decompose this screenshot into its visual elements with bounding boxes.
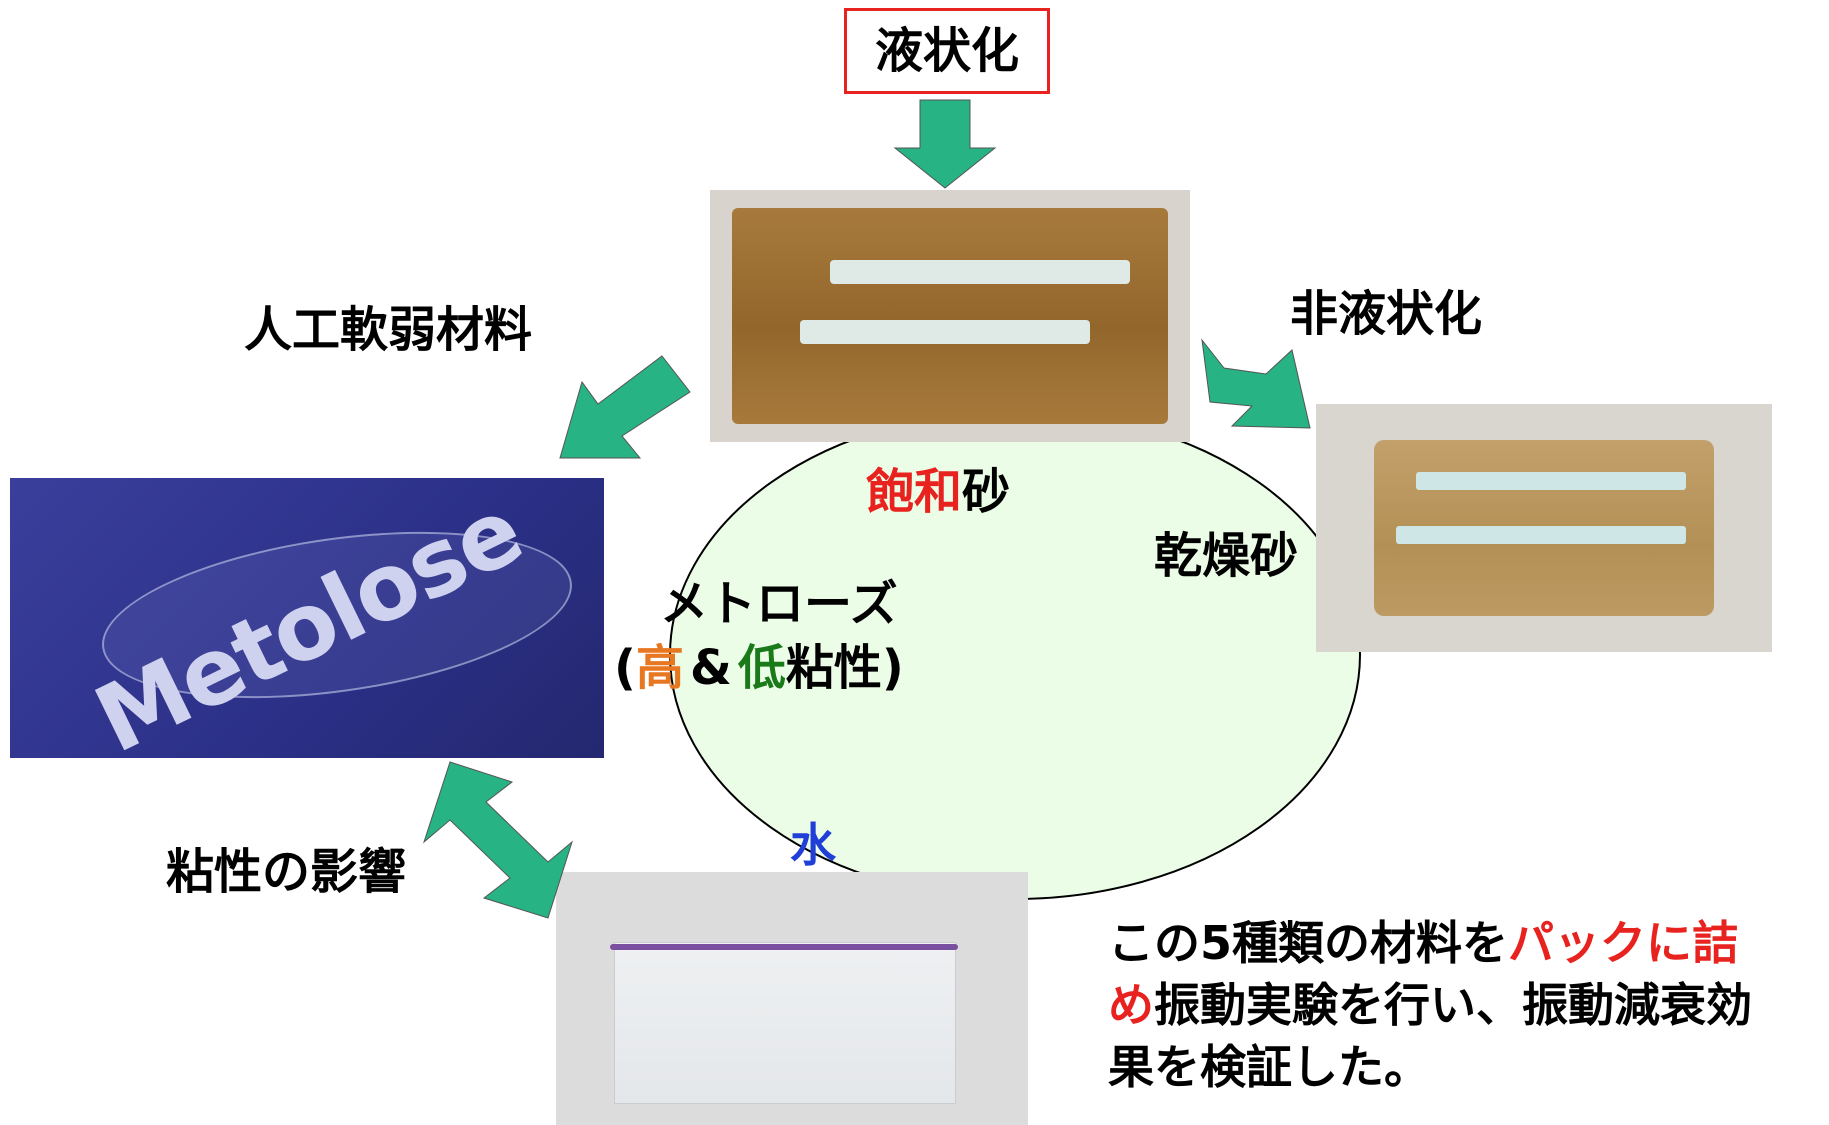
saturated-sand-label: 飽和砂 [866, 468, 1010, 516]
non-liquefaction-label: 非液状化 [1290, 286, 1483, 342]
viscosity-influence-label: 粘性の影響 [166, 844, 407, 900]
water-label: 水 [790, 818, 836, 872]
water-bag-photo [556, 872, 1028, 1125]
dry-sand-label: 乾燥砂 [1154, 528, 1299, 584]
viscosity-text: 粘性 [785, 640, 882, 696]
ampersand: & [689, 640, 732, 696]
arrow-bidirectional-icon [422, 761, 573, 919]
metolose-photo: Metolose [10, 478, 604, 758]
description-line-2: め振動実験を行い、振動減衰効 [1108, 978, 1752, 1032]
liquefaction-text: 液状化 [874, 23, 1019, 79]
metolose-viscosity-label: (高&低粘性) [614, 644, 904, 692]
description-line-3: 果を検証した。 [1108, 1040, 1430, 1094]
description-line-1: この5種類の材料をパックに詰 [1108, 916, 1739, 970]
arrow-down-right-icon [1201, 338, 1311, 429]
liquefaction-label: 液状化 [844, 8, 1050, 94]
artificial-soft-material-label: 人工軟弱材料 [244, 302, 533, 358]
dry-sand-photo [1316, 404, 1772, 652]
paren-open: ( [614, 640, 636, 696]
arrow-down-icon [893, 99, 997, 189]
high-viscosity-text: 高 [635, 640, 684, 696]
low-viscosity-text: 低 [737, 640, 786, 696]
saturated-sand-photo [710, 190, 1190, 442]
metolose-title-label: メトローズ [660, 576, 898, 632]
arrow-down-left-icon [559, 355, 691, 459]
paren-close: ) [881, 640, 904, 696]
saturated-rest: 砂 [962, 464, 1011, 520]
description-text: この5種類の材料をパックに詰 め振動実験を行い、振動減衰効 果を検証した。 [1108, 912, 1752, 1098]
saturated-highlight: 飽和 [866, 464, 963, 520]
